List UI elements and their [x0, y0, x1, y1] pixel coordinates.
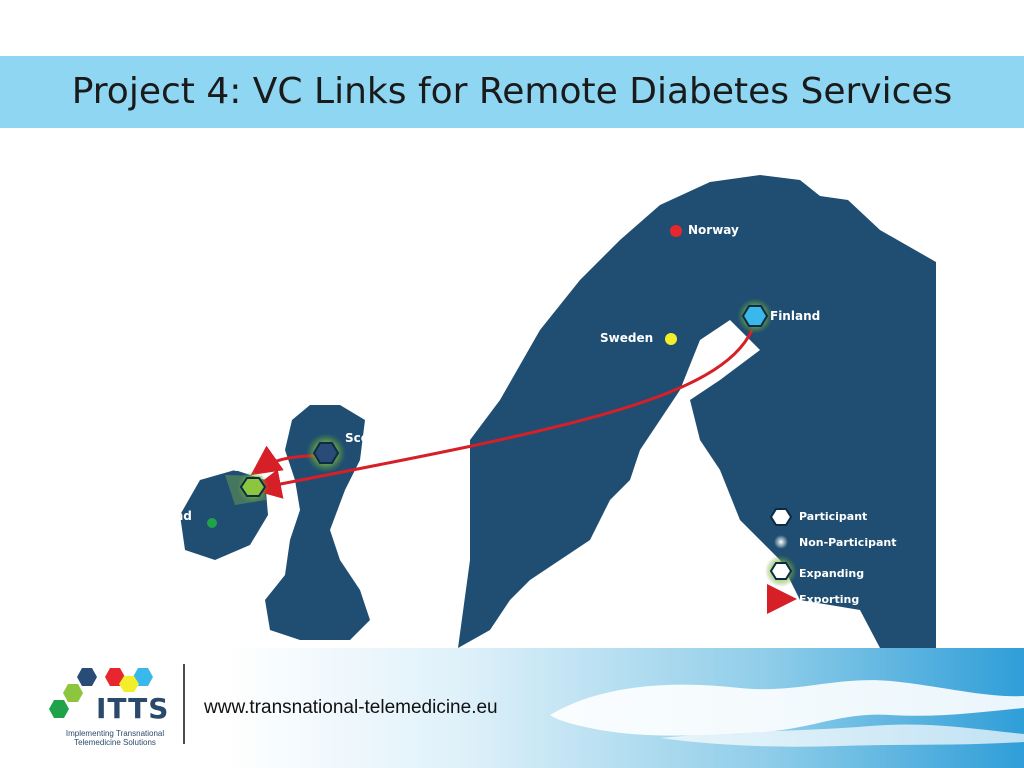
wave-shape-lower — [660, 724, 1024, 747]
logo-hex-green-light — [63, 684, 83, 702]
logo-text: ITTS — [96, 692, 170, 725]
scotland-label: Scotland — [345, 431, 404, 445]
legend-exporting-label: Exporting — [799, 593, 859, 606]
logo-hex-navy — [77, 668, 97, 686]
legend-non-participant-label: Non-Participant — [799, 536, 896, 549]
decorative-wave — [550, 680, 1024, 747]
slide-title: Project 4: VC Links for Remote Diabetes … — [71, 71, 953, 112]
legend-non-participant-icon — [774, 535, 788, 549]
northern-ireland-hexagon — [239, 477, 267, 497]
northern-ireland-label: Northern Ireland — [128, 460, 241, 474]
footer-url[interactable]: www.transnational-telemedicine.eu — [204, 697, 498, 718]
legend-expanding-label: Expanding — [799, 567, 864, 580]
itts-logo — [49, 668, 153, 718]
ireland-label: Ireland — [144, 509, 192, 523]
export-arrow-finland — [251, 329, 754, 499]
logo-hex-green-dark — [49, 700, 69, 718]
scotland-hexagon — [312, 442, 340, 464]
map-legend: Participant Non-Participant Expanding Ex… — [765, 508, 896, 614]
logo-hex-red — [105, 668, 125, 686]
ireland-marker — [207, 518, 217, 528]
scandinavia-landmass — [458, 175, 936, 648]
legend-expanding-icon — [769, 562, 793, 580]
logo-divider — [183, 664, 185, 744]
logo-subtitle: Implementing Transnational Telemedicine … — [65, 729, 165, 747]
great-britain-landmass — [265, 405, 370, 640]
finland-hexagon — [741, 305, 769, 327]
wave-shape — [550, 680, 1024, 736]
logo-hex-blue — [133, 668, 153, 686]
sweden-marker — [665, 333, 677, 345]
sweden-label: Sweden — [600, 331, 653, 345]
title-bar: Project 4: VC Links for Remote Diabetes … — [0, 56, 1024, 128]
finland-label: Finland — [770, 309, 820, 323]
norway-marker — [670, 225, 682, 237]
legend-participant-label: Participant — [799, 510, 867, 523]
legend-participant-icon — [769, 508, 793, 526]
norway-label: Norway — [688, 223, 739, 237]
logo-hex-yellow — [119, 676, 139, 692]
